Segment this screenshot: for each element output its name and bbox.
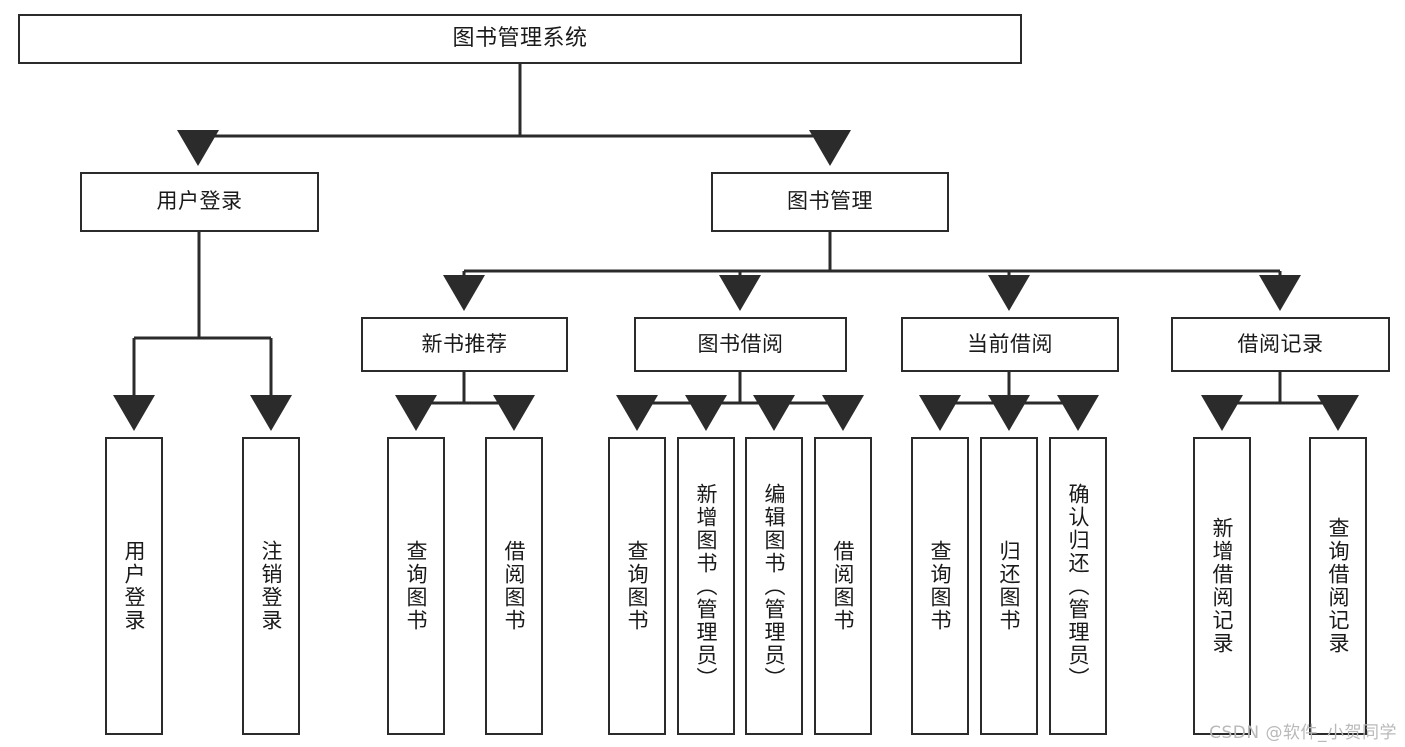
node-leaf-label: 查询图书 [928, 540, 953, 632]
node-leaf-current-borrow-1[interactable]: 归还图书 [980, 437, 1038, 735]
node-borrow-record-label: 借阅记录 [1237, 331, 1324, 356]
csdn-watermark: CSDN @软件_小贺同学 [1209, 723, 1397, 743]
node-leaf-book-borrow-3[interactable]: 借阅图书 [814, 437, 872, 735]
node-leaf-label: 查询图书 [404, 540, 429, 632]
node-new-book-recommend-label: 新书推荐 [421, 331, 508, 356]
node-leaf-new-book-0[interactable]: 查询图书 [387, 437, 445, 735]
node-borrow-record[interactable]: 借阅记录 [1171, 317, 1390, 372]
node-leaf-label: 归还图书 [997, 540, 1022, 632]
node-leaf-label: 借阅图书 [831, 540, 856, 632]
node-current-borrow[interactable]: 当前借阅 [901, 317, 1119, 372]
node-current-borrow-label: 当前借阅 [967, 331, 1053, 356]
node-leaf-book-borrow-1[interactable]: 新增图书（管理员） [677, 437, 735, 735]
node-book-manage[interactable]: 图书管理 [711, 172, 949, 232]
node-root-label: 图书管理系统 [452, 25, 588, 51]
node-leaf-borrow-record-0[interactable]: 新增借阅记录 [1193, 437, 1251, 735]
node-leaf-borrow-record-1[interactable]: 查询借阅记录 [1309, 437, 1367, 735]
node-leaf-label: 新增图书（管理员） [694, 482, 719, 690]
node-leaf-label: 确认归还（管理员） [1066, 482, 1091, 690]
node-leaf-label: 编辑图书（管理员） [762, 482, 787, 690]
node-root-system[interactable]: 图书管理系统 [18, 14, 1022, 64]
node-leaf-label: 查询图书 [625, 540, 650, 632]
node-book-manage-label: 图书管理 [787, 189, 873, 214]
node-leaf-label: 注销登录 [259, 540, 284, 632]
node-user-login[interactable]: 用户登录 [80, 172, 319, 232]
node-user-login-label: 用户登录 [156, 189, 243, 214]
node-new-book-recommend[interactable]: 新书推荐 [361, 317, 568, 372]
node-leaf-book-borrow-2[interactable]: 编辑图书（管理员） [745, 437, 803, 735]
node-book-borrow-label: 图书借阅 [697, 331, 784, 356]
node-leaf-current-borrow-0[interactable]: 查询图书 [911, 437, 969, 735]
node-leaf-current-borrow-2[interactable]: 确认归还（管理员） [1049, 437, 1107, 735]
node-leaf-label: 用户登录 [122, 540, 147, 632]
node-book-borrow[interactable]: 图书借阅 [634, 317, 847, 372]
node-leaf-label: 查询借阅记录 [1326, 517, 1351, 655]
node-leaf-user-login-1[interactable]: 注销登录 [242, 437, 300, 735]
node-leaf-book-borrow-0[interactable]: 查询图书 [608, 437, 666, 735]
node-leaf-label: 新增借阅记录 [1210, 517, 1235, 655]
node-leaf-label: 借阅图书 [502, 540, 527, 632]
node-leaf-new-book-1[interactable]: 借阅图书 [485, 437, 543, 735]
node-leaf-user-login-0[interactable]: 用户登录 [105, 437, 163, 735]
